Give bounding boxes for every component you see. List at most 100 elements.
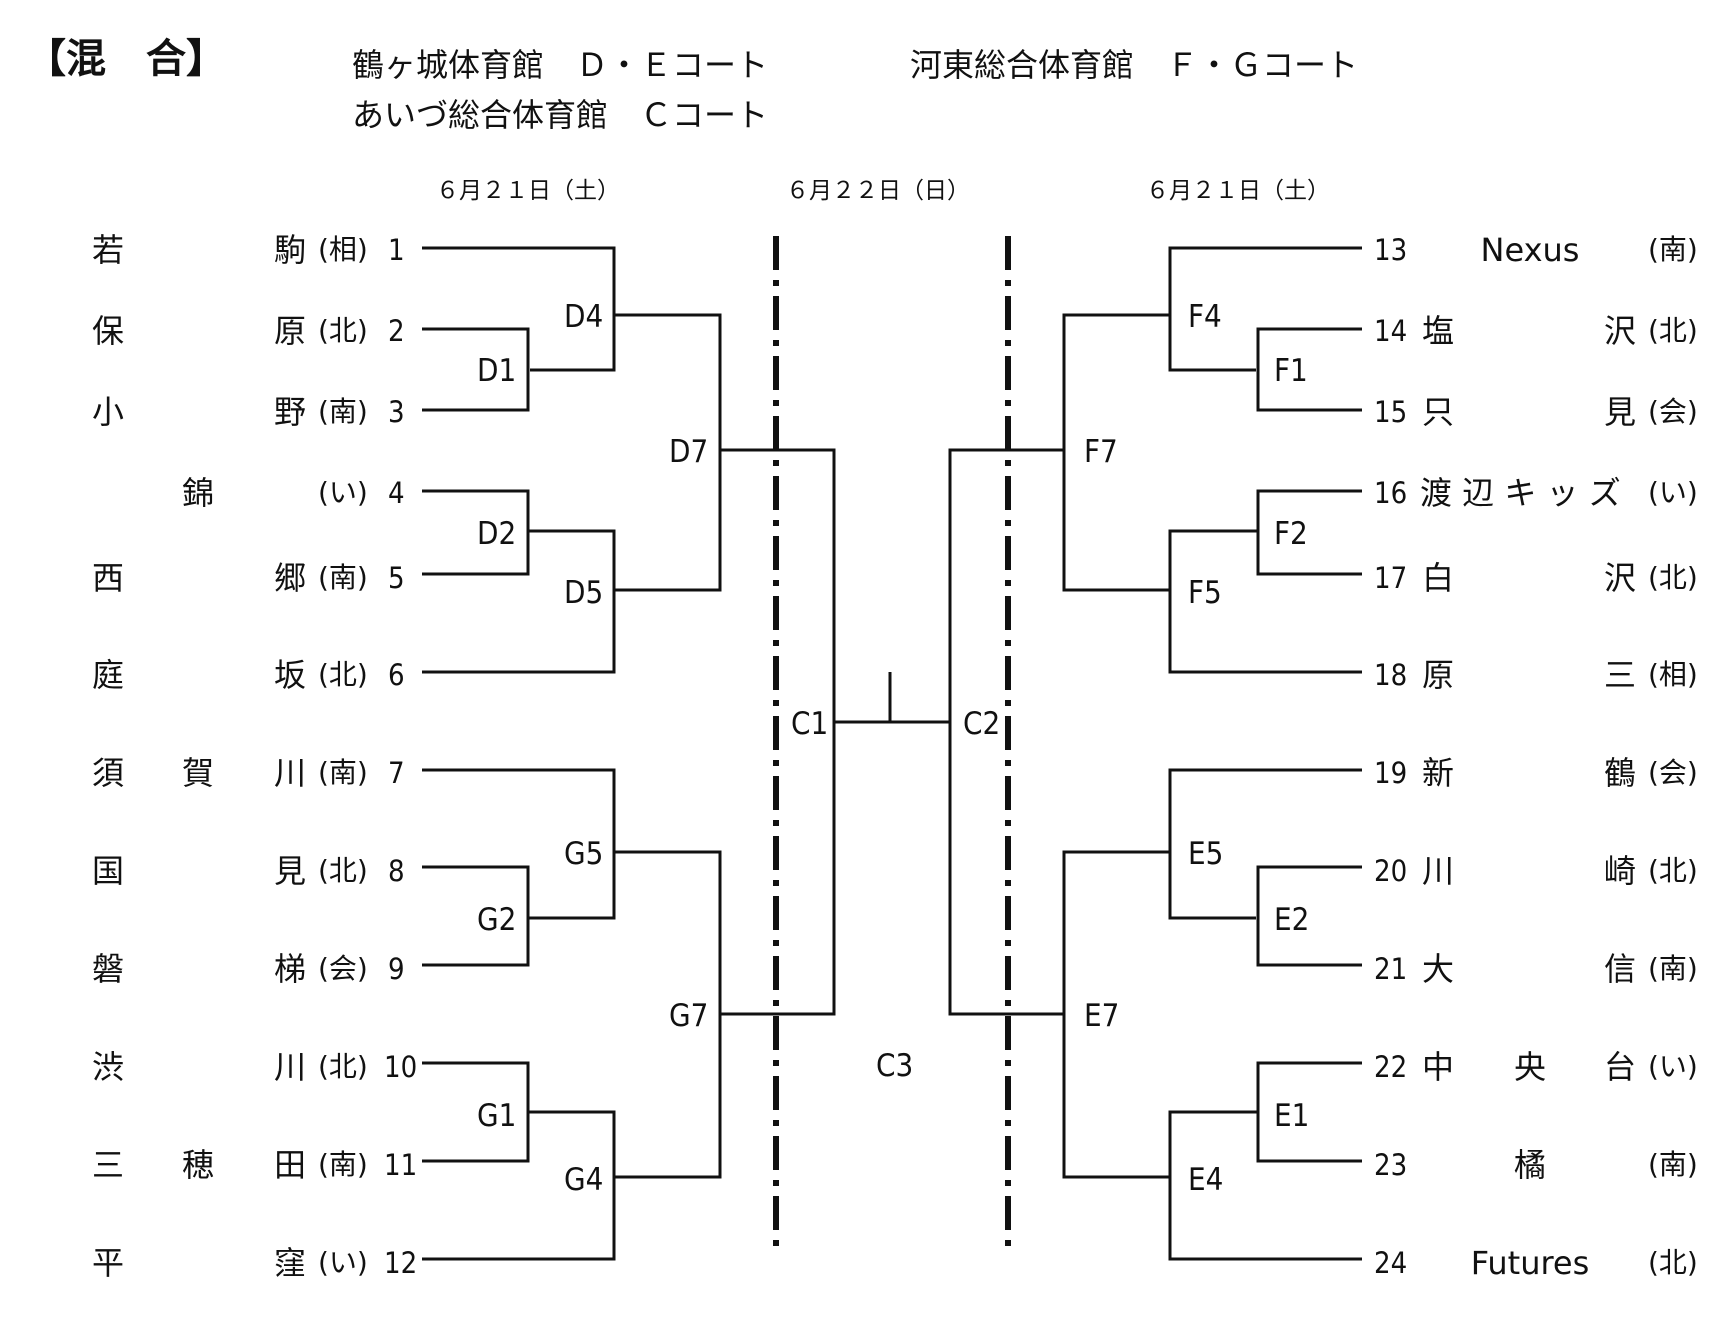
left-team-row: 小野(南)3 <box>92 393 405 431</box>
left-team-seed: 3 <box>388 395 405 429</box>
left-team-name-part: 見 <box>274 852 306 890</box>
date-left: ６月２１日（土） <box>436 178 620 204</box>
left-team-seed: 8 <box>388 854 405 888</box>
left-team-name-part: 須 <box>92 754 124 792</box>
left-team-association: (南) <box>318 756 368 789</box>
left-team-name-part: 保 <box>92 312 124 350</box>
bracket-title: 【混 合】 <box>26 36 226 82</box>
left-team-seed: 12 <box>384 1246 417 1280</box>
bracket-line <box>1062 850 1170 1179</box>
left-team-row: 錦(い)4 <box>182 474 405 512</box>
right-team-name-part: 塩 <box>1422 312 1454 350</box>
bracket-line <box>1256 327 1362 412</box>
bracket-lines <box>422 246 1362 1261</box>
left-team-name-part: 三 <box>92 1146 124 1184</box>
right-team-seed: 19 <box>1374 756 1407 790</box>
right-team-row: 14 塩 沢 (北) <box>1374 312 1698 350</box>
bracket-line <box>1062 313 1170 592</box>
match-label-c1: C1 <box>791 706 828 742</box>
left-team-name-part: 窪 <box>274 1244 306 1282</box>
right-team-name-part: 沢 <box>1604 312 1636 350</box>
right-team-name-part: 台 <box>1604 1048 1636 1086</box>
bracket-line <box>1256 865 1362 967</box>
match-label-e5: E5 <box>1188 836 1223 872</box>
date-center: ６月２２日（日） <box>786 178 970 204</box>
right-team-association: (南) <box>1648 1148 1698 1181</box>
left-team-row: 若駒(相)1 <box>92 231 405 269</box>
bracket-line <box>614 313 722 592</box>
bracket-line <box>1168 529 1362 674</box>
left-team-association: (会) <box>318 952 368 985</box>
right-team-name-part: 渡 辺 キ ッ ズ <box>1420 474 1621 512</box>
right-team-name-part: Futures <box>1471 1244 1590 1282</box>
bracket-line <box>422 1110 616 1261</box>
right-team-name-part: 央 <box>1514 1048 1546 1086</box>
left-team-name-part: 渋 <box>92 1048 124 1086</box>
left-team-name-part: 川 <box>274 1048 306 1086</box>
left-team-name-part: 平 <box>92 1244 124 1282</box>
right-team-seed: 18 <box>1374 658 1407 692</box>
right-team-seed: 15 <box>1374 395 1407 429</box>
left-team-association: (北) <box>318 1050 368 1083</box>
right-team-seed: 14 <box>1374 314 1407 348</box>
left-team-name-part: 原 <box>274 312 306 350</box>
right-team-name-part: 新 <box>1422 754 1454 792</box>
left-team-list: 若駒(相)1 保原(北)2 小野(南)3 錦(い)4 西郷(南)5 庭坂(北)6… <box>92 231 417 1282</box>
left-team-association: (い) <box>318 1246 368 1279</box>
left-team-name-part: 磐 <box>92 950 124 988</box>
left-team-row: 国 見 (北) 8 <box>92 852 405 890</box>
right-team-association: (北) <box>1648 561 1698 594</box>
match-label-c2: C2 <box>963 706 1000 742</box>
date-right: ６月２１日（土） <box>1146 178 1330 204</box>
match-label-e4: E4 <box>1188 1162 1223 1198</box>
right-team-seed: 21 <box>1374 952 1407 986</box>
left-team-seed: 11 <box>384 1148 417 1182</box>
match-label-e7: E7 <box>1084 998 1119 1034</box>
bracket-line <box>422 327 530 412</box>
left-team-row: 庭坂(北)6 <box>92 656 405 694</box>
left-team-name-part: 小 <box>92 393 124 431</box>
right-team-association: (会) <box>1648 756 1698 789</box>
left-team-name-part: 川 <box>274 754 306 792</box>
left-team-seed: 2 <box>388 314 405 348</box>
right-team-name-part: 只 <box>1422 393 1454 431</box>
left-team-seed: 7 <box>388 756 405 790</box>
bracket-line <box>422 529 616 674</box>
left-team-seed: 9 <box>388 952 405 986</box>
left-team-name-part: 賀 <box>182 754 214 792</box>
right-team-name-part: 鶴 <box>1604 754 1636 792</box>
left-team-seed: 1 <box>388 233 405 267</box>
left-team-association: (北) <box>318 854 368 887</box>
match-label-f2: F2 <box>1274 516 1308 552</box>
right-team-name-part: 崎 <box>1604 852 1636 890</box>
right-team-seed: 16 <box>1374 476 1407 510</box>
left-team-row: 西郷(南)5 <box>92 559 405 597</box>
left-team-row: 保 原 (北) 2 <box>92 312 405 350</box>
right-team-name-part: Nexus <box>1481 231 1580 269</box>
match-labels: D4 D1 D7 D2 D5 C1 C2 G5 G2 G7 C3 G1 G4 F… <box>477 299 1309 1198</box>
match-label-f4: F4 <box>1188 299 1222 335</box>
right-team-name-part: 沢 <box>1604 559 1636 597</box>
left-team-association: (北) <box>318 658 368 691</box>
left-team-seed: 6 <box>388 658 405 692</box>
right-team-association: (北) <box>1648 314 1698 347</box>
left-team-association: (相) <box>318 233 368 266</box>
match-label-g1: G1 <box>477 1098 516 1134</box>
left-team-association: (い) <box>318 476 368 509</box>
bracket-line <box>422 768 616 920</box>
match-label-d2: D2 <box>477 516 516 552</box>
right-team-name-part: 中 <box>1422 1048 1454 1086</box>
left-team-name-part: 国 <box>92 852 124 890</box>
left-team-name-part: 田 <box>274 1146 306 1184</box>
right-team-seed: 24 <box>1374 1246 1407 1280</box>
right-team-name-part: 川 <box>1422 852 1454 890</box>
right-team-seed: 23 <box>1374 1148 1407 1182</box>
left-team-association: (北) <box>318 314 368 347</box>
venue-line1-right: 河東総合体育館 Ｆ・Ｇコート <box>910 46 1358 84</box>
match-label-d1: D1 <box>477 353 516 389</box>
